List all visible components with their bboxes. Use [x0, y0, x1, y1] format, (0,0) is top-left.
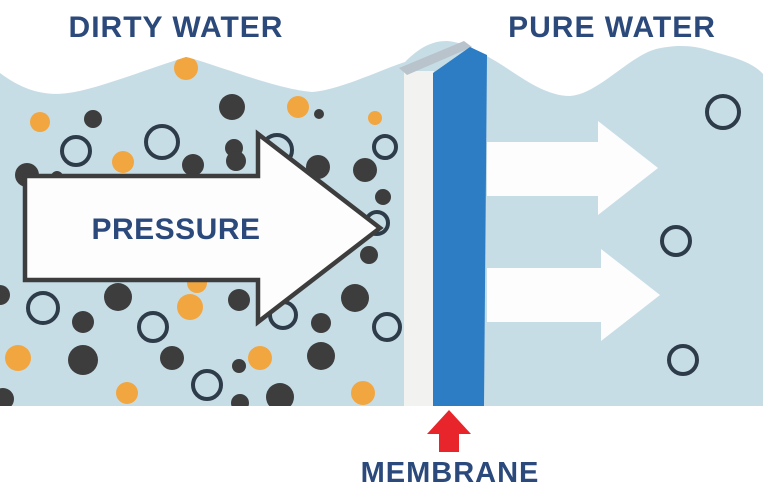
membrane-pointer-arrow — [427, 410, 471, 452]
ring-particle — [60, 135, 92, 167]
dark-particle — [360, 246, 378, 264]
flow-arrow-bottom — [487, 249, 660, 341]
membrane-white-strip — [404, 71, 434, 406]
membrane-top-cap — [399, 41, 472, 75]
ring-particle — [137, 311, 169, 343]
orange-particle — [368, 111, 382, 125]
dark-particle — [226, 151, 246, 171]
orange-particle — [174, 56, 198, 80]
ring-particle — [372, 312, 402, 342]
ring-particle — [26, 291, 60, 325]
dark-particle — [72, 311, 94, 333]
pure-water-title: PURE WATER — [508, 11, 716, 44]
orange-particle — [5, 345, 31, 371]
dark-particle — [353, 158, 377, 182]
orange-particle — [30, 112, 50, 132]
pressure-arrow — [22, 129, 384, 327]
dark-particle — [341, 284, 369, 312]
orange-particle — [112, 151, 134, 173]
dark-particle — [232, 359, 246, 373]
ring-particle — [667, 344, 699, 376]
dark-particle — [182, 154, 204, 176]
dark-particle — [160, 346, 184, 370]
dark-particle — [311, 313, 331, 333]
pure-water-particles — [660, 94, 741, 376]
dark-particle — [104, 283, 132, 311]
ring-particle — [191, 369, 223, 401]
orange-particle — [351, 381, 375, 405]
orange-particle — [287, 96, 309, 118]
membrane-label: MEMBRANE — [360, 457, 540, 489]
dark-particle — [0, 388, 14, 406]
ring-particle — [144, 124, 180, 160]
ring-particle — [705, 94, 741, 130]
dark-particle — [228, 289, 250, 311]
orange-particle — [116, 382, 138, 404]
orange-particle — [177, 294, 203, 320]
membrane-slab — [399, 41, 487, 406]
dark-particle — [219, 94, 245, 120]
flow-arrow-top — [487, 121, 658, 215]
dark-particle — [231, 394, 249, 406]
pressure-label: PRESSURE — [91, 213, 261, 246]
ring-particle — [660, 225, 692, 257]
ring-particle — [372, 134, 398, 160]
membrane-blue-face — [433, 47, 487, 406]
dark-particle — [307, 342, 335, 370]
orange-particle — [248, 346, 272, 370]
dark-particle — [84, 110, 102, 128]
dirty-water-title: DIRTY WATER — [68, 11, 284, 44]
dark-particle — [68, 345, 98, 375]
dark-particle — [266, 383, 294, 406]
dark-particle — [314, 109, 324, 119]
dark-particle — [375, 189, 391, 205]
dark-particle — [0, 285, 10, 305]
